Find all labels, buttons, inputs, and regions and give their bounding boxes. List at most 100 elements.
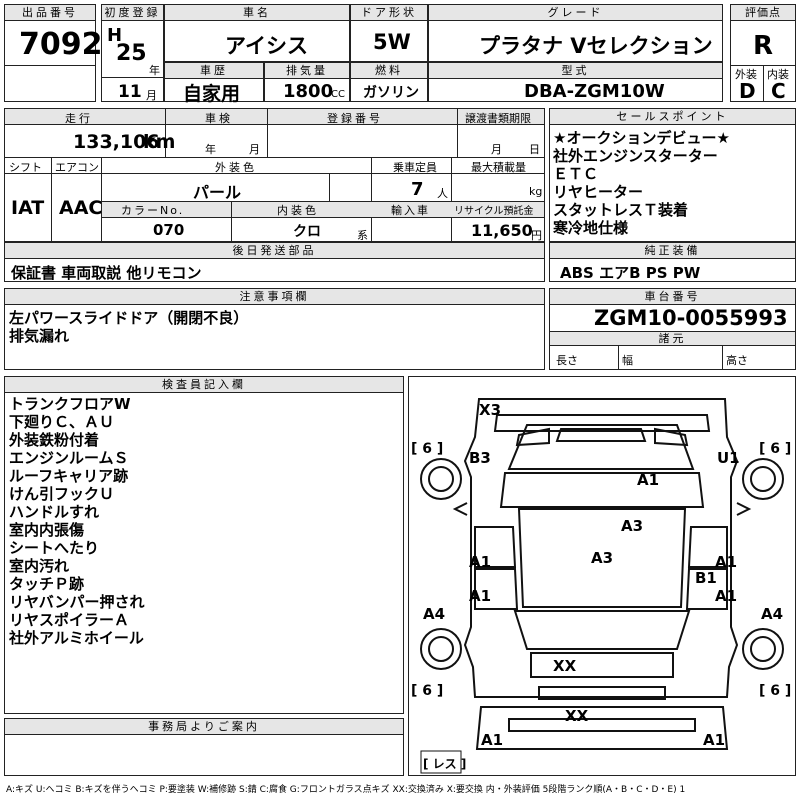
int-color-label: 内装色 [277, 204, 319, 217]
cc-unit: CC [331, 89, 345, 100]
year-unit: 年 [149, 64, 160, 77]
km-unit: km [143, 131, 176, 153]
selling-point: 寒冷地仕様 [553, 219, 629, 237]
car-name: アイシス [225, 34, 308, 58]
inspector-item: タッチＰ跡 [9, 575, 85, 593]
spare-tire: [ レス ] [423, 757, 467, 771]
inspector-list: トランクフロアW 下廻りＣ、ＡＵ 外装鉄粉付着 エンジンルームＳ ルーフキャリア… [9, 395, 144, 647]
first-reg-label: 初度登録 [102, 5, 163, 21]
selling-points-label: セールスポイント [550, 109, 795, 125]
damage-mark: B1 [695, 569, 717, 587]
grade: プラタナ Vセレクション [479, 34, 713, 58]
model-box: 型式 DBA-ZGM10W [428, 62, 723, 102]
accessories-label: 後日発送部品 [5, 243, 544, 259]
color-no-label: カラーNo. [121, 204, 185, 217]
inspector-item: 社外アルミホイール [9, 629, 144, 647]
damage-mark: A1 [715, 553, 738, 571]
transfer-label: 譲渡書類期限 [465, 112, 531, 125]
equipment-label: 純正装備 [550, 243, 795, 259]
damage-mark: A1 [715, 587, 738, 605]
first-reg-box: 初度登録 H 25 年 11 月 [101, 4, 164, 102]
transfer-month-unit: 月 [491, 143, 502, 156]
selling-point: 社外エンジンスターター [553, 147, 718, 165]
reg-year: 25 [116, 41, 147, 66]
score: R [753, 31, 774, 61]
era: H [107, 25, 123, 46]
history: 自家用 [183, 83, 241, 105]
inspection-label: 車検 [205, 112, 233, 125]
shift-label: シフト [9, 161, 42, 174]
notes-label: 注意事項欄 [5, 289, 544, 305]
reg-month: 11 [118, 82, 142, 102]
car-diagram-box: X3 B3 U1 A1 A3 A3 A1 A1 B1 A1 A1 A4 A4 X… [408, 376, 796, 776]
shift: IAT [11, 197, 45, 219]
lot-box: 出品番号 7092 [4, 4, 103, 102]
inspector-item: 下廻りＣ、ＡＵ [9, 413, 115, 431]
damage-mark: A3 [621, 517, 644, 535]
selling-points-list: ★オークションデビュー★ 社外エンジンスターター ＥＴＣ リヤヒーター スタット… [553, 129, 730, 237]
inspector-item: リヤスポイラーＡ [9, 611, 130, 629]
inspector-item: けん引フックＵ [9, 485, 115, 503]
insp-month-unit: 月 [249, 143, 260, 156]
note-line: 排気漏れ [9, 327, 70, 345]
mileage: 133,106 [73, 131, 160, 153]
displacement-box: 排気量 1800 CC [264, 62, 350, 102]
interior-color: クロ [293, 224, 321, 240]
exterior-color: パール [193, 183, 242, 202]
tire-mark: [ 6 ] [759, 683, 792, 699]
chassis-box: 車台番号 ZGM10-0055993 諸元 長さ 幅 高さ [549, 288, 796, 370]
office-box: 事務局よりご案内 [4, 718, 404, 776]
tire-mark: [ 6 ] [411, 683, 444, 699]
fuel-label: 燃料 [351, 63, 427, 79]
capacity: 7 [411, 179, 424, 200]
row2-header-bg [5, 109, 544, 125]
damage-mark: A1 [481, 731, 504, 749]
door-type: 5W [373, 30, 411, 54]
damage-mark: XX [565, 707, 589, 725]
car-name-label: 車名 [165, 5, 349, 21]
score-box: 評価点 R 外装 内装 D C [730, 4, 796, 103]
lot-number: 7092 [19, 27, 103, 62]
row2-sub-header-bg [102, 202, 544, 217]
import-label: 輸入車 [391, 204, 430, 217]
inspector-item: 室内汚れ [9, 557, 70, 575]
recycle-label: リサイクル預託金 [454, 206, 534, 217]
equipment: ABS エアB PS PW [560, 264, 701, 282]
insp-year-unit: 年 [205, 143, 216, 156]
damage-mark: A1 [469, 587, 492, 605]
equipment-box: 純正装備 ABS エアB PS PW [549, 242, 796, 282]
door-label: ドア形状 [351, 5, 427, 21]
int-score: C [771, 79, 786, 103]
fuel: ガソリン [363, 85, 419, 101]
inspector-item: ハンドルすれ [9, 503, 100, 521]
damage-mark: A1 [637, 471, 660, 489]
damage-mark: A1 [703, 731, 726, 749]
accessories: 保証書 車両取説 他リモコン [11, 264, 202, 282]
month-unit: 月 [146, 89, 157, 102]
inspector-label: 検査員記入欄 [5, 377, 403, 393]
legend: A:キズ U:ヘコミ B:キズを伴うヘコミ P:要塗装 W:補修跡 S:錆 C:… [6, 785, 686, 795]
color-label: 外装色 [215, 161, 257, 174]
inspector-item: リヤバンパー押され [9, 593, 145, 611]
inspector-item: シートへたり [9, 539, 100, 557]
history-box: 車歴 自家用 [164, 62, 264, 105]
inspector-item: 外装鉄粉付着 [9, 431, 100, 449]
note-line: 左パワースライドドア（開閉不良） [9, 309, 249, 327]
model-label: 型式 [429, 63, 722, 79]
ac-label: エアコン [55, 161, 99, 174]
accessories-box: 後日発送部品 保証書 車両取説 他リモコン [4, 242, 545, 282]
chassis-label: 車台番号 [550, 289, 795, 305]
ext-score: D [739, 79, 756, 103]
grade-box: グレード プラタナ Vセレクション [428, 4, 723, 62]
ac: AAC [59, 197, 103, 219]
int-color-unit: 系 [357, 229, 368, 242]
tire-mark: [ 6 ] [411, 441, 444, 457]
selling-point: ★オークションデビュー★ [553, 129, 730, 147]
displacement: 1800 [283, 81, 334, 102]
damage-mark: A3 [591, 549, 614, 567]
inspector-item: エンジンルームＳ [9, 449, 129, 467]
reg-no-label: 登録番号 [327, 112, 383, 125]
color-no: 070 [153, 221, 185, 239]
grade-label: グレード [429, 5, 722, 21]
selling-point: リヤヒーター [553, 183, 644, 201]
